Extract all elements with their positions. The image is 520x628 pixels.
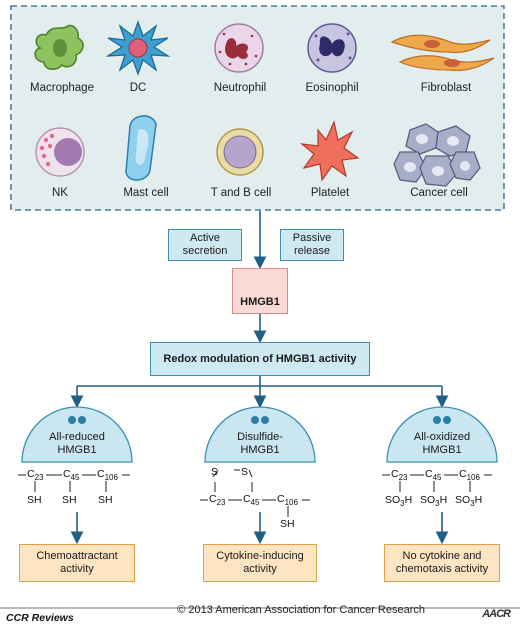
- cell-label-cancer: Cancer cell: [410, 187, 468, 199]
- chem-reduced-c106: C106: [97, 468, 118, 483]
- chem-oxidized-so3h2: SO3H: [420, 494, 448, 509]
- chem-reduced-c23: C23: [27, 468, 44, 483]
- dendritic-cell-icon: [105, 20, 171, 76]
- branch-connector: [77, 376, 442, 387]
- redox-box: Redox modulation of HMGB1 activity: [150, 342, 370, 376]
- chem-disulfide-c106: C106: [277, 493, 298, 508]
- eosinophil-icon: [307, 23, 357, 73]
- cell-label-mast: Mast cell: [123, 187, 169, 199]
- copyright-text: © 2013 American Association for Cancer R…: [177, 604, 425, 616]
- chem-reduced-c45: C45: [63, 468, 80, 483]
- macrophage-icon: [34, 24, 84, 70]
- dome-oxidized: [386, 406, 498, 463]
- cell-label-tb: T and B cell: [210, 187, 272, 199]
- activity-box-chemoattractant: Chemoattractant activity: [19, 544, 135, 582]
- chem-bonds: [18, 469, 492, 517]
- form-name-reduced: All-reduced HMGB1: [49, 431, 105, 456]
- form-name-disulfide: Disulfide- HMGB1: [237, 431, 283, 456]
- chem-oxidized-so3h3: SO3H: [455, 494, 483, 509]
- dome-dots: [68, 416, 451, 424]
- dome-reduced: [21, 406, 133, 463]
- lymphocyte-icon: [216, 128, 264, 176]
- chem-oxidized-so3h1: SO3H: [385, 494, 413, 509]
- cell-label-eosinophil: Eosinophil: [305, 82, 359, 94]
- chem-reduced-sh3: SH: [98, 494, 113, 506]
- passive-release-box: Passive release: [280, 229, 344, 261]
- hmgb1-box: HMGB1: [232, 268, 288, 314]
- nk-cell-icon: [35, 127, 85, 177]
- chem-disulfide-s1: S: [211, 466, 219, 478]
- chem-oxidized-c45: C45: [425, 468, 442, 483]
- chem-disulfide-sh: SH: [280, 518, 295, 530]
- cell-label-macrophage: Macrophage: [30, 82, 94, 94]
- chem-disulfide-c23: C23: [209, 493, 226, 508]
- cell-label-dc: DC: [129, 82, 147, 94]
- mast-cell-icon: [125, 115, 157, 181]
- platelet-icon: [300, 120, 360, 182]
- chem-reduced-sh2: SH: [62, 494, 77, 506]
- chem-reduced-sh1: SH: [27, 494, 42, 506]
- chem-oxidized-c106: C106: [459, 468, 480, 483]
- dome-disulfide: [204, 406, 316, 463]
- active-secretion-box: Active secretion: [168, 229, 242, 261]
- form-name-oxidized: All-oxidized HMGB1: [413, 431, 471, 456]
- aacr-logo: AACR: [482, 608, 511, 620]
- activity-box-none: No cytokine and chemotaxis activity: [384, 544, 500, 582]
- hmgb1-label: HMGB1: [240, 296, 280, 308]
- chem-disulfide-c45: C45: [243, 493, 260, 508]
- chem-disulfide-s2: S: [241, 466, 249, 478]
- redox-label: Redox modulation of HMGB1 activity: [163, 352, 357, 365]
- cancer-cell-icon: [393, 123, 481, 187]
- cell-label-neutrophil: Neutrophil: [213, 82, 267, 94]
- cell-label-platelet: Platelet: [310, 187, 350, 199]
- neutrophil-icon: [214, 23, 264, 73]
- cell-label-fibroblast: Fibroblast: [420, 82, 472, 94]
- activity-box-cytokine: Cytokine-inducing activity: [203, 544, 317, 582]
- ccr-reviews-label: CCR Reviews: [6, 612, 74, 624]
- chem-oxidized-c23: C23: [391, 468, 408, 483]
- cell-label-nk: NK: [52, 187, 68, 199]
- fibroblast-icon: [390, 34, 495, 72]
